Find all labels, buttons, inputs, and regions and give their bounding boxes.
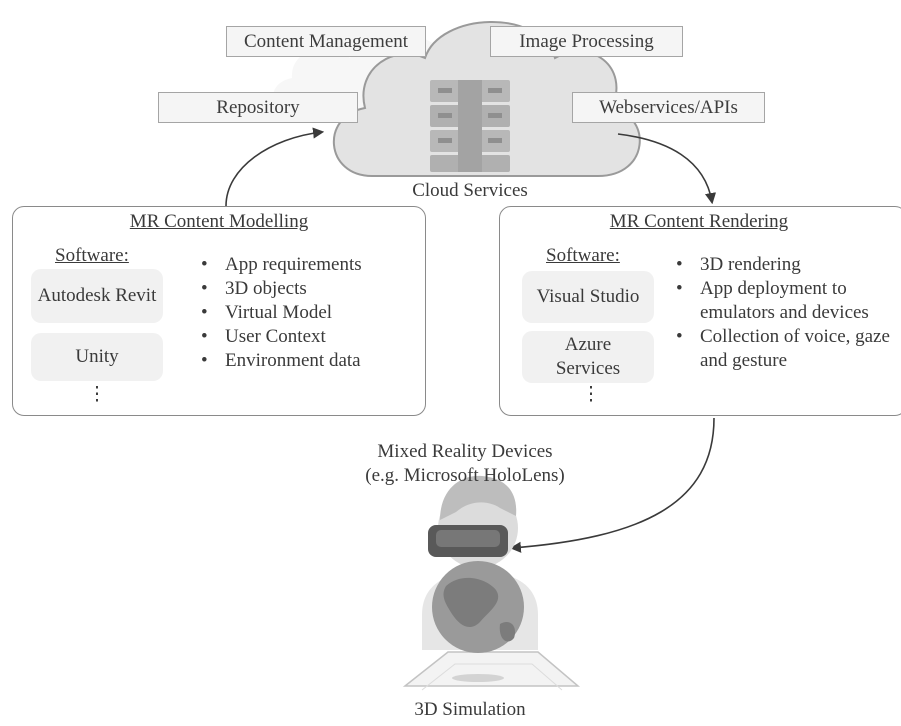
software-autodesk-revit: Autodesk Revit <box>31 269 163 323</box>
image-processing-tag: Image Processing <box>490 26 683 57</box>
rendering-item: App deployment to emulators and devices <box>672 277 890 325</box>
rendering-item: 3D rendering <box>672 253 890 277</box>
software-visual-studio: Visual Studio <box>522 271 654 323</box>
modelling-item: User Context <box>197 325 417 349</box>
server-icon <box>430 80 510 172</box>
mixed-reality-devices-label: Mixed Reality Devices (e.g. Microsoft Ho… <box>330 440 600 488</box>
webservices-tag: Webservices/APIs <box>572 92 765 123</box>
rendering-panel: MR Content Rendering Software: Visual St… <box>499 206 901 416</box>
rendering-title: MR Content Rendering <box>609 211 789 232</box>
rendering-items-list: 3D rendering App deployment to emulators… <box>672 253 890 373</box>
devices-line-2: (e.g. Microsoft HoloLens) <box>365 465 565 486</box>
rendering-item: Collection of voice, gaze and gesture <box>672 325 890 373</box>
user-with-headset-icon <box>402 475 581 691</box>
cloud-services-label: Cloud Services <box>412 180 528 201</box>
modelling-title: MR Content Modelling <box>129 211 309 232</box>
arrow-cloud-to-rendering <box>617 133 717 205</box>
modelling-panel: MR Content Modelling Software: Autodesk … <box>12 206 426 416</box>
modelling-more-software: ⋮ <box>87 384 107 405</box>
modelling-item: App requirements <box>197 253 417 277</box>
rendering-software-label: Software: <box>546 245 620 266</box>
simulation-label: 3D Simulation <box>414 699 526 720</box>
modelling-software-label: Software: <box>55 245 129 266</box>
arrow-modelling-to-cloud <box>225 127 325 207</box>
rendering-more-software: ⋮ <box>581 384 601 405</box>
software-azure-services: Azure Services <box>522 331 654 383</box>
content-management-tag: Content Management <box>226 26 426 57</box>
modelling-item: Environment data <box>197 349 417 373</box>
software-unity: Unity <box>31 333 163 381</box>
modelling-item: Virtual Model <box>197 301 417 325</box>
modelling-item: 3D objects <box>197 277 417 301</box>
modelling-items-list: App requirements 3D objects Virtual Mode… <box>197 253 417 373</box>
repository-tag: Repository <box>158 92 358 123</box>
devices-line-1: Mixed Reality Devices <box>377 441 553 462</box>
arrow-rendering-to-headset <box>509 417 715 553</box>
